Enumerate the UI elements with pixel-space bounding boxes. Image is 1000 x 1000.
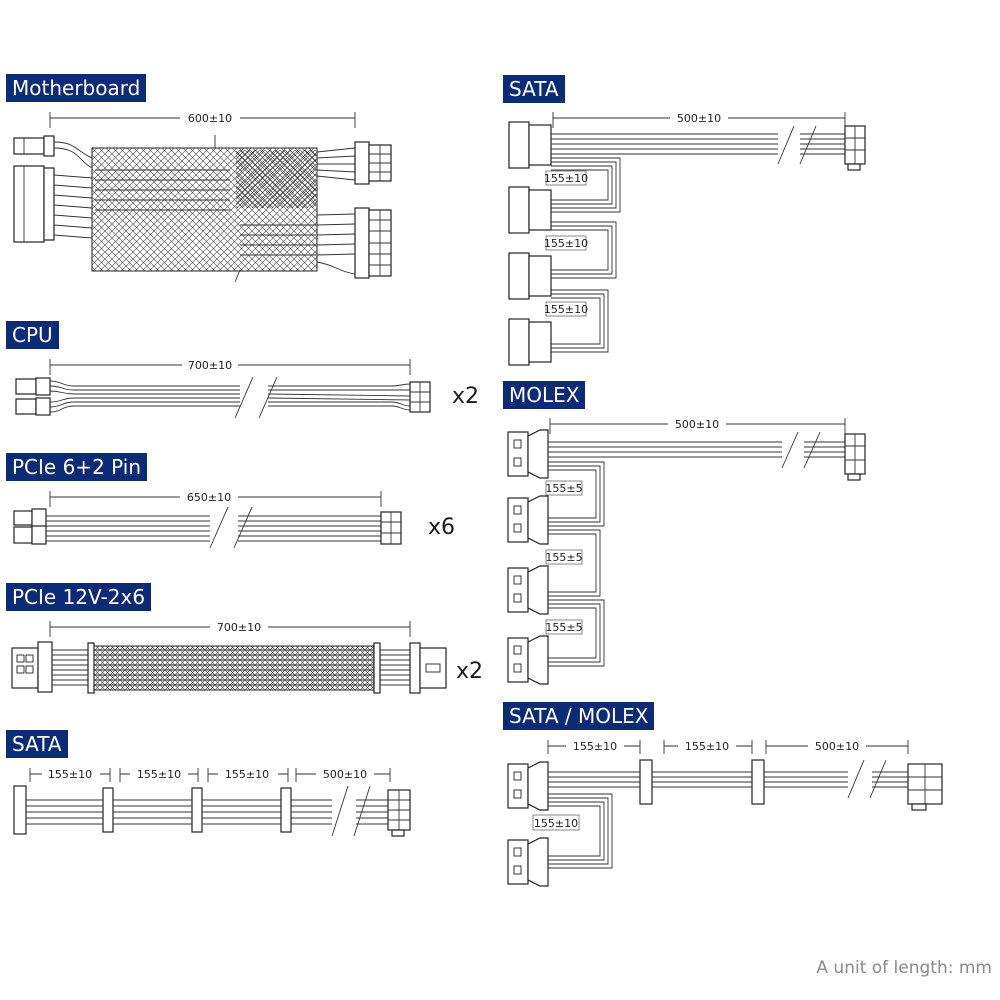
pcie12v-cable: 700±10 (11, 620, 447, 694)
pcie12v-multiplier: x2 (456, 659, 484, 684)
molex-cable: 500±10 (507, 417, 866, 685)
section-title-pcie12v: PCIe 12V-2x6 (6, 583, 152, 611)
section-title-cpu: CPU (6, 321, 59, 349)
pcie62-cable: 650±10 (13, 490, 402, 549)
pcie12v-length-label: 700±10 (217, 621, 261, 634)
pcie62-multiplier: x6 (428, 515, 456, 540)
sata-molex-cable: 155±10 155±10 500±10 (507, 739, 943, 887)
sata-left-seg-3: 155±10 (225, 768, 269, 781)
section-title-sata-molex: SATA / MOLEX (503, 702, 655, 730)
sata-molex-seg-1: 155±10 (573, 740, 617, 753)
molex-seg-1: 155±5 (545, 482, 582, 495)
section-title-pcie62: PCIe 6+2 Pin (6, 453, 148, 481)
sata-right-length-label: 500±10 (677, 112, 721, 125)
section-title-molex: MOLEX (503, 381, 586, 409)
sata-right-seg-3: 155±10 (544, 303, 588, 316)
motherboard-length-label: 600±10 (188, 112, 232, 125)
section-title-sata-left: SATA (6, 730, 68, 758)
molex-connectors (507, 429, 549, 685)
sata-left-cable: 155±10 155±10 155±10 500±10 (13, 767, 411, 837)
unit-footnote: A unit of length: mm (816, 958, 992, 978)
sata-molex-seg-3: 500±10 (815, 740, 859, 753)
pcie62-length-label: 650±10 (187, 491, 231, 504)
sata-left-seg-1: 155±10 (48, 768, 92, 781)
cpu-cable: 700±10 (15, 358, 431, 419)
motherboard-cable: 600±10 (13, 111, 392, 283)
molex-length-label: 500±10 (675, 418, 719, 431)
sata-right-seg-1: 155±10 (544, 172, 588, 185)
sata-left-seg-2: 155±10 (137, 768, 181, 781)
cpu-multiplier: x2 (452, 384, 480, 409)
sata-right-seg-2: 155±10 (544, 237, 588, 250)
molex-seg-3: 155±5 (545, 621, 582, 634)
sata-right-cable: 500±10 (508, 111, 866, 366)
cpu-length-label: 700±10 (188, 359, 232, 372)
sata-left-seg-4: 500±10 (323, 768, 367, 781)
section-title-sata-right: SATA (503, 75, 565, 103)
section-title-motherboard: Motherboard (6, 74, 147, 102)
sata-molex-seg-2: 155±10 (685, 740, 729, 753)
sata-molex-branch-label: 155±10 (534, 817, 578, 830)
molex-seg-2: 155±5 (545, 551, 582, 564)
